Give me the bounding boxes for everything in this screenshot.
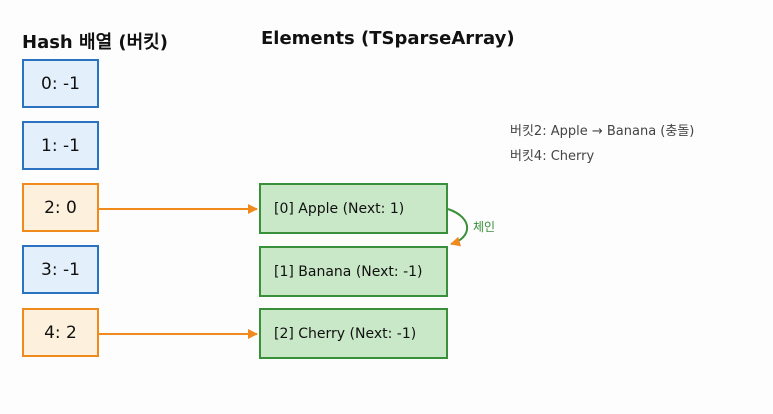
element-0: [0] Apple (Next: 1) <box>259 183 448 234</box>
note-bucket-2: 버킷2: Apple → Banana (충돌) <box>510 124 695 139</box>
element-2: [2] Cherry (Next: -1) <box>259 308 448 359</box>
bucket-2: 2: 0 <box>22 183 99 232</box>
collision-notes: 버킷2: Apple → Banana (충돌) 버킷4: Cherry <box>510 119 694 169</box>
chain-arrow <box>447 208 468 247</box>
bucket-3: 3: -1 <box>22 245 99 294</box>
element-1: [1] Banana (Next: -1) <box>259 246 448 297</box>
chain-label: 체인 <box>473 220 495 234</box>
elements-heading: Elements (TSparseArray) <box>261 28 515 49</box>
note-bucket-4: 버킷4: Cherry <box>510 149 595 164</box>
bucket-1: 1: -1 <box>22 121 99 170</box>
hash-array-heading: Hash 배열 (버킷) <box>22 32 168 53</box>
bucket-4: 4: 2 <box>22 308 99 357</box>
bucket-0: 0: -1 <box>22 59 99 108</box>
